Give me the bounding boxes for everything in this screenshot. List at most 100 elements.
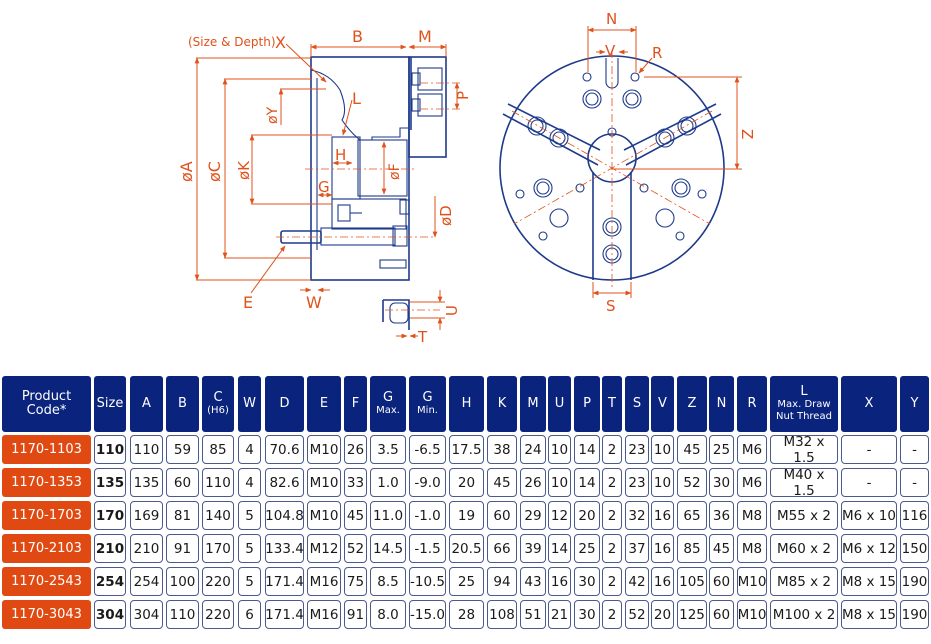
header-sub: Min. <box>417 405 438 416</box>
header-main: G <box>422 390 433 405</box>
header-main: Size <box>96 396 124 411</box>
column-header: V <box>651 376 674 432</box>
header-main: U <box>554 396 565 411</box>
header-main: X <box>864 396 874 411</box>
table-cell: 14 <box>574 468 600 497</box>
label-h: H <box>335 146 346 164</box>
table-cell: 125 <box>677 600 707 629</box>
label-v: V <box>605 42 616 60</box>
product-code-cell: 1170-3043 <box>2 600 91 629</box>
label-e: E <box>243 293 253 312</box>
table-cell: 52 <box>677 468 707 497</box>
table-cell: -9.0 <box>409 468 446 497</box>
table-cell: 91 <box>344 600 367 629</box>
column-header: C(H6) <box>202 376 234 432</box>
table-cell: 14.5 <box>370 534 406 563</box>
column-header: Y <box>900 376 929 432</box>
table-cell: -6.5 <box>409 435 446 464</box>
table-cell: -15.0 <box>409 600 446 629</box>
header-main: S <box>632 396 642 411</box>
table-cell: M100 x 2 <box>770 600 838 629</box>
table-cell: 43 <box>520 567 546 596</box>
table-cell: 30 <box>709 468 734 497</box>
table-cell: 100 <box>166 567 199 596</box>
column-header: F <box>344 376 367 432</box>
table-cell: 8.5 <box>370 567 406 596</box>
table-cell: 3.5 <box>370 435 406 464</box>
table-cell: 8.0 <box>370 600 406 629</box>
header-main: R <box>747 396 757 411</box>
table-cell: M16 <box>307 600 341 629</box>
table-cell: 2 <box>602 600 622 629</box>
header-sub2: Code* <box>26 403 67 418</box>
table-cell: 108 <box>487 600 517 629</box>
header-main: V <box>658 396 667 411</box>
table-cell: 210 <box>94 534 126 563</box>
table-cell: 105 <box>677 567 707 596</box>
table-cell: - <box>841 468 897 497</box>
table-cell: M40 x 1.5 <box>770 467 838 499</box>
column-header: E <box>307 376 341 432</box>
column-header: N <box>709 376 734 432</box>
table-cell: 20 <box>449 468 484 497</box>
column-header: B <box>166 376 199 432</box>
table-cell: 304 <box>94 600 126 629</box>
table-cell: M8 <box>737 534 767 563</box>
table-cell: 45 <box>344 501 367 530</box>
table-cell: 23 <box>625 468 649 497</box>
header-sub2: Nut Thread <box>776 411 832 422</box>
table-cell: M10 <box>307 501 341 530</box>
table-cell: 25 <box>574 534 600 563</box>
table-cell: 2 <box>602 468 622 497</box>
header-main: T <box>608 396 616 411</box>
label-k: øK <box>235 160 253 180</box>
table-cell: 220 <box>202 567 234 596</box>
column-header: P <box>574 376 600 432</box>
table-cell: 91 <box>166 534 199 563</box>
column-header: S <box>625 376 649 432</box>
table-cell: 135 <box>130 468 163 497</box>
table-cell: 17.5 <box>449 435 484 464</box>
table-cell: 51 <box>520 600 546 629</box>
table-cell: 60 <box>487 501 517 530</box>
table-cell: 66 <box>487 534 517 563</box>
table-cell: 25 <box>449 567 484 596</box>
table-cell: M10 <box>307 435 341 464</box>
table-cell: 2 <box>602 534 622 563</box>
header-main: Product <box>21 389 72 404</box>
table-cell: M8 x 15 <box>841 600 897 629</box>
table-cell: 14 <box>574 435 600 464</box>
table-cell: M12 <box>307 534 341 563</box>
column-header: H <box>449 376 484 432</box>
table-cell: 110 <box>166 600 199 629</box>
table-cell: 210 <box>130 534 163 563</box>
label-r: R <box>652 44 662 62</box>
header-sub: Max. Draw <box>777 399 831 410</box>
header-main: K <box>497 396 507 411</box>
header-main: M <box>527 396 539 411</box>
table-cell: M10 <box>307 468 341 497</box>
table-cell: 85 <box>677 534 707 563</box>
table-cell: 104.8 <box>265 501 304 530</box>
label-n: N <box>606 10 617 28</box>
table-cell: 170 <box>94 501 126 530</box>
table-cell: -10.5 <box>409 567 446 596</box>
label-p: P <box>454 91 472 100</box>
table-cell: 16 <box>651 567 674 596</box>
table-cell: 85 <box>202 435 234 464</box>
table-cell: M6 x 10 <box>841 501 897 530</box>
column-header: D <box>265 376 304 432</box>
header-main: P <box>583 396 591 411</box>
table-cell: M85 x 2 <box>770 567 838 596</box>
table-cell: 28 <box>449 600 484 629</box>
label-z: Z <box>738 129 756 139</box>
table-cell: 133.4 <box>265 534 304 563</box>
label-m: M <box>418 27 432 46</box>
table-cell: 135 <box>94 468 126 497</box>
table-cell: 2 <box>602 435 622 464</box>
label-u: U <box>443 305 461 316</box>
